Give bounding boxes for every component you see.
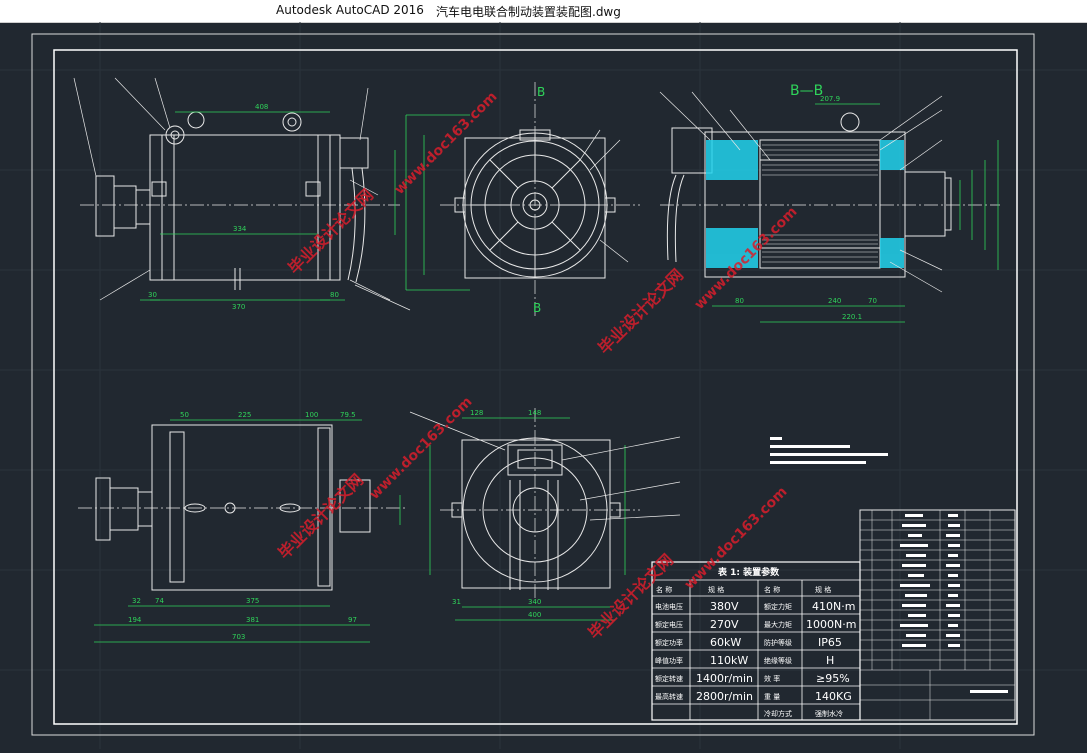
svg-text:1000N·m: 1000N·m	[806, 618, 856, 631]
svg-text:防护等级: 防护等级	[764, 638, 792, 647]
section-title: B—B	[790, 83, 823, 99]
svg-text:380V: 380V	[710, 600, 739, 613]
svg-text:www.doc163.com: www.doc163.com	[392, 89, 501, 198]
section-mark-top: B	[537, 85, 545, 99]
inner-frame	[53, 49, 1018, 725]
svg-text:370: 370	[232, 303, 245, 311]
section-hatch	[762, 144, 878, 263]
svg-text:703: 703	[232, 633, 245, 641]
svg-text:74: 74	[155, 597, 164, 605]
svg-text:340: 340	[528, 598, 541, 606]
svg-text:额定功率: 额定功率	[655, 638, 683, 647]
svg-text:绝缘等级: 绝缘等级	[764, 656, 792, 665]
svg-text:194: 194	[128, 616, 142, 624]
svg-text:128: 128	[470, 409, 483, 417]
svg-text:240: 240	[828, 297, 841, 305]
svg-text:408: 408	[255, 103, 268, 111]
svg-text:额定电压: 额定电压	[655, 620, 683, 629]
svg-text:270V: 270V	[710, 618, 739, 631]
svg-text:97: 97	[348, 616, 357, 624]
drawing-svg[interactable]: 408 334 30 370 80 B B B—B	[0, 22, 1087, 749]
leaders-tm	[579, 129, 629, 263]
svg-text:225: 225	[238, 411, 251, 419]
section-mark-bottom: B	[533, 301, 541, 315]
svg-text:31: 31	[452, 598, 461, 606]
leaders-tr	[659, 91, 943, 293]
svg-text:60kW: 60kW	[710, 636, 741, 649]
dim-text-tr: 207.9 80 240 70 220.1	[735, 95, 877, 321]
svg-text:冷却方式: 冷却方式	[764, 709, 792, 718]
dim-text-tl: 408 334 30 370 80	[148, 103, 339, 311]
dims-tm	[405, 114, 470, 291]
svg-text:80: 80	[330, 291, 339, 299]
svg-text:207.9: 207.9	[820, 95, 840, 103]
svg-text:规 格: 规 格	[708, 585, 724, 594]
dims-tl	[140, 111, 396, 301]
svg-text:额定转速: 额定转速	[655, 674, 683, 683]
dim-text-bm: 128 148 31 340 400	[452, 409, 541, 619]
svg-text:148: 148	[528, 409, 541, 417]
svg-text:32: 32	[132, 597, 141, 605]
svg-text:峰值功率: 峰值功率	[655, 656, 683, 665]
svg-text:381: 381	[246, 616, 259, 624]
dims-tr	[712, 103, 999, 323]
app-title: Autodesk AutoCAD 2016	[276, 3, 424, 17]
file-name: 汽车电电联合制动装置装配图.dwg	[436, 5, 621, 19]
parts-list	[859, 509, 1016, 721]
leaders-bm	[409, 411, 681, 521]
svg-text:毕业设计论文网: 毕业设计论文网	[274, 470, 367, 563]
table-title: 表 1: 装置参数	[717, 566, 780, 578]
svg-text:410N·m: 410N·m	[812, 600, 855, 613]
outer-frame	[31, 33, 1035, 736]
bottom-mid-view	[451, 437, 621, 590]
svg-text:140KG: 140KG	[815, 690, 852, 703]
svg-text:1400r/min: 1400r/min	[696, 672, 753, 685]
dim-text-bl: 50 225 100 79.5 32 74 375 194 381 97 703	[128, 411, 357, 641]
svg-text:400: 400	[528, 611, 541, 619]
svg-text:30: 30	[148, 291, 157, 299]
svg-text:www.doc163.com: www.doc163.com	[367, 394, 476, 503]
window-titlebar: Autodesk AutoCAD 2016 汽车电电联合制动装置装配图.dwg	[0, 0, 1087, 23]
svg-text:额定力矩: 额定力矩	[764, 602, 792, 611]
params-table: 表 1: 装置参数 名 称 规 格 名 称 规 格 电池电压 380V 额定力矩…	[651, 561, 861, 721]
svg-text:效 率: 效 率	[764, 674, 780, 683]
svg-text:80: 80	[735, 297, 744, 305]
tech-notes	[770, 437, 888, 464]
drawing-canvas[interactable]: 408 334 30 370 80 B B B—B	[0, 22, 1087, 749]
svg-text:最大力矩: 最大力矩	[764, 620, 792, 629]
svg-text:220.1: 220.1	[842, 313, 862, 321]
svg-text:70: 70	[868, 297, 877, 305]
dims-bl	[94, 419, 401, 643]
svg-text:2800r/min: 2800r/min	[696, 690, 753, 703]
svg-text:375: 375	[246, 597, 259, 605]
svg-text:IP65: IP65	[818, 636, 842, 649]
top-left-view	[95, 111, 369, 290]
svg-text:79.5: 79.5	[340, 411, 356, 419]
section-cyan-fill	[706, 140, 904, 268]
svg-text:110kW: 110kW	[710, 654, 748, 667]
svg-text:重 量: 重 量	[764, 693, 780, 701]
svg-text:规 格: 规 格	[815, 585, 831, 594]
svg-text:334: 334	[233, 225, 247, 233]
svg-text:H: H	[826, 654, 834, 667]
svg-text:100: 100	[305, 411, 318, 419]
dims-bm	[429, 417, 626, 621]
svg-text:电池电压: 电池电压	[655, 602, 683, 611]
svg-text:最高转速: 最高转速	[655, 692, 683, 701]
svg-text:≥95%: ≥95%	[816, 672, 850, 685]
leaders-tl	[73, 77, 411, 311]
bottom-left-view	[95, 424, 371, 591]
svg-text:强制水冷: 强制水冷	[815, 709, 843, 718]
svg-text:50: 50	[180, 411, 189, 419]
svg-text:毕业设计论文网: 毕业设计论文网	[594, 265, 687, 358]
svg-text:名 称: 名 称	[764, 585, 780, 594]
svg-text:毕业设计论文网: 毕业设计论文网	[284, 185, 377, 278]
svg-text:名 称: 名 称	[656, 585, 672, 594]
